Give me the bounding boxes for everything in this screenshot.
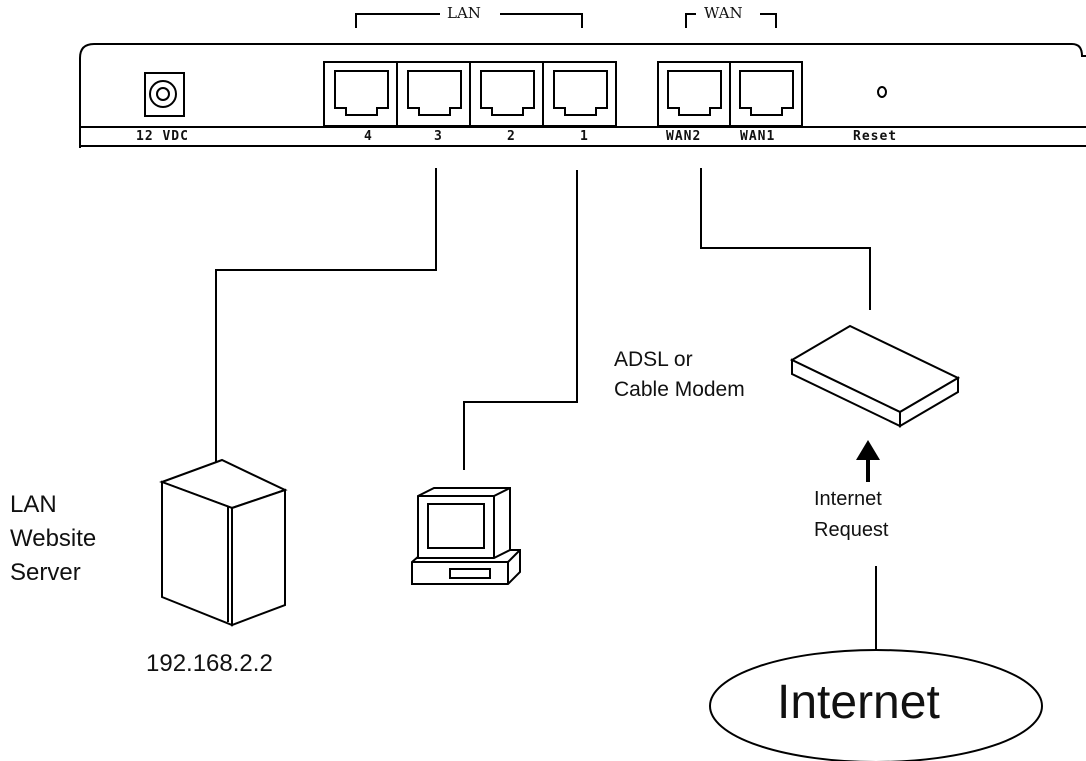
server-icon: [159, 458, 288, 627]
cable-wan2-modem: [700, 168, 871, 310]
lan-group-label: LAN: [445, 4, 483, 22]
power-port-label: 12 VDC: [136, 129, 189, 144]
computer-icon: [411, 487, 521, 585]
modem-label: ADSL or Cable Modem: [614, 345, 745, 405]
wan2-port-icon: [667, 70, 722, 116]
up-arrow-icon: [856, 440, 880, 482]
lan-ports: [323, 61, 617, 127]
internet-request-line: Request: [814, 519, 889, 541]
internet-request-line: Internet: [814, 488, 882, 510]
wan1-port-label: WAN1: [740, 129, 776, 144]
modem-icon: [789, 324, 961, 428]
server-label-line: LAN: [10, 491, 57, 518]
internet-cloud-label: Internet: [777, 676, 940, 729]
lan-port-1-icon: [553, 70, 608, 116]
wan-group-bracket: [685, 13, 777, 28]
server-ip-label: 192.168.2.2: [146, 650, 273, 677]
lan-port-4-label: 4: [364, 129, 373, 144]
cables: [215, 168, 877, 654]
lan-port-3-label: 3: [434, 129, 443, 144]
wan-group-label: WAN: [702, 4, 745, 22]
lan-port-2-label: 2: [507, 129, 516, 144]
wan-ports: [657, 61, 803, 127]
cable-lan1-pc: [463, 170, 578, 470]
internet-cloud-icon: [709, 649, 1043, 761]
lan-port-1-label: 1: [580, 129, 589, 144]
server-label-line: Server: [10, 559, 81, 586]
server-label: LAN Website Server: [10, 488, 96, 590]
server-label-line: Website: [10, 525, 97, 552]
wan2-port-label: WAN2: [666, 129, 702, 144]
lan-group-bracket: [355, 13, 583, 28]
modem-label-line: Cable Modem: [614, 378, 745, 401]
cable-lan3-server: [215, 168, 437, 462]
modem-label-line: ADSL or: [614, 348, 693, 371]
reset-label: Reset: [853, 129, 898, 144]
reset-button-icon: [877, 86, 887, 98]
power-jack-icon: [144, 72, 185, 117]
lan-port-4-icon: [334, 70, 389, 116]
wan1-port-icon: [739, 70, 794, 116]
lan-port-3-icon: [407, 70, 462, 116]
lan-port-2-icon: [480, 70, 535, 116]
internet-request-label: Internet Request: [814, 484, 889, 546]
